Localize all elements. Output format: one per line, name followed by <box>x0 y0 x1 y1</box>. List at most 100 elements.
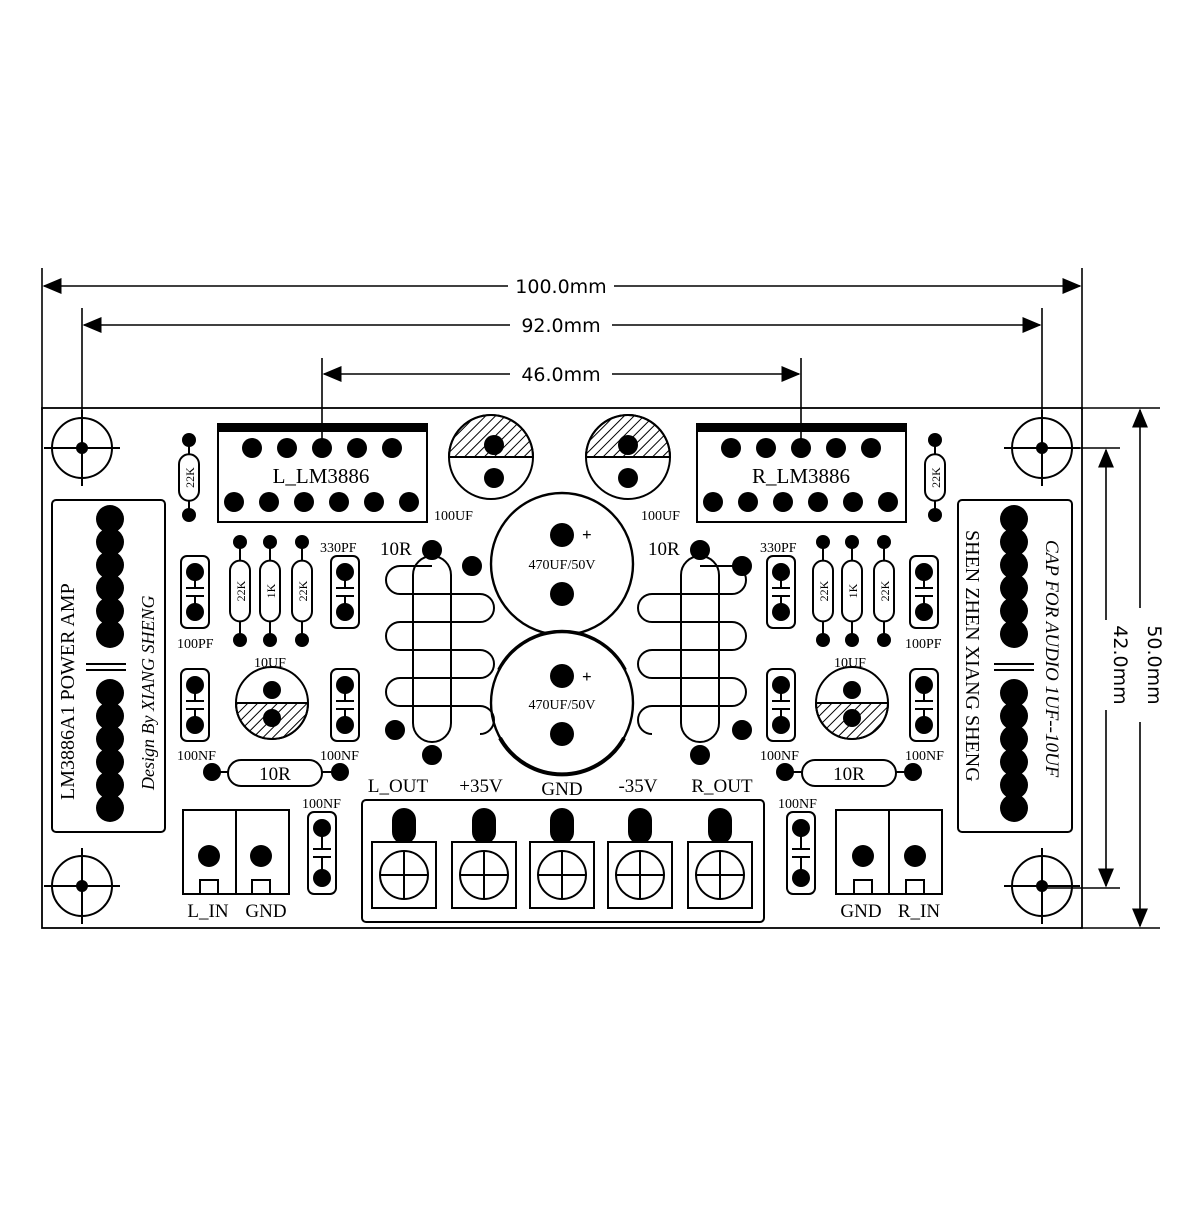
screw-terminal <box>451 808 517 909</box>
chip-pin <box>738 492 758 512</box>
resistor-lead <box>845 633 859 647</box>
chip-pin <box>364 492 384 512</box>
right-chip-label: R_LM3886 <box>752 464 850 488</box>
right-330pf-capacitor <box>766 555 796 629</box>
left-330pf-capacitor <box>330 555 360 629</box>
right-header-panel <box>957 499 1073 833</box>
resistor-lead <box>263 633 277 647</box>
right-100uf-label: 100UF <box>641 509 680 524</box>
terminal-label-gnd: GND <box>541 779 582 800</box>
resistor-lead <box>182 508 196 522</box>
resistor-value-label: 22K <box>234 580 248 601</box>
header-pin <box>96 528 124 556</box>
chip-pin <box>843 492 863 512</box>
chip-pin <box>312 438 332 458</box>
terminal-pad <box>392 808 416 844</box>
resistor-value-label: 1K <box>846 583 860 598</box>
header-pin <box>1000 620 1028 648</box>
terminal-label-minus35v: -35V <box>618 776 657 797</box>
chip-pin <box>329 492 349 512</box>
header-pin <box>1000 679 1028 707</box>
left-credit-text: Design By XIANG SHENG <box>138 596 158 791</box>
left-100nf-capacitor-a <box>180 668 210 742</box>
header-pin <box>1000 725 1028 753</box>
header-pin <box>1000 551 1028 579</box>
right-header-pins <box>1000 505 1028 822</box>
right-output-coil <box>637 540 752 765</box>
left-input-connector <box>182 809 290 895</box>
header-pin <box>1000 597 1028 625</box>
right-100nf-label-a: 100NF <box>760 749 799 764</box>
right-note-text: CAP FOR AUDIO 1UF--10UF <box>1041 540 1062 778</box>
right-100uf-capacitor <box>584 414 672 500</box>
right-100nf-capacitor-c <box>786 811 816 895</box>
screw-terminal <box>529 808 595 909</box>
resistor-lead <box>182 433 196 447</box>
left-10r-coil-label: 10R <box>380 539 412 560</box>
resistor-value-label: 1K <box>264 583 278 598</box>
chip-pin <box>347 438 367 458</box>
left-100nf-label-b: 100NF <box>320 749 359 764</box>
left-100nf-capacitor-c <box>307 811 337 895</box>
chip-pin <box>756 438 776 458</box>
right-10r-label: 10R <box>833 764 865 785</box>
left-100nf-label-a: 100NF <box>177 749 216 764</box>
screw-terminal <box>607 808 673 909</box>
terminal-pad <box>550 808 574 844</box>
resistor-lead <box>928 433 942 447</box>
chip-pin <box>382 438 402 458</box>
right-22k-resistor-a: 22K <box>812 535 834 647</box>
terminal-label-l-out: L_OUT <box>368 776 429 797</box>
resistor-lead <box>877 633 891 647</box>
header-pin <box>96 771 124 799</box>
right-1k-resistor: 1K <box>841 535 863 647</box>
right-22k-resistor-b: 22K <box>873 535 895 647</box>
right-22k-resistor-top: 22K <box>924 433 946 522</box>
header-pin <box>96 794 124 822</box>
left-100uf-capacitor <box>447 414 535 500</box>
left-100pf-label: 100PF <box>177 637 214 652</box>
resistor-lead <box>845 535 859 549</box>
dim-width-chips: 46.0mm <box>521 364 600 386</box>
chip-pin <box>399 492 419 512</box>
chip-pin <box>826 438 846 458</box>
right-100pf-label: 100PF <box>905 637 942 652</box>
resistor-lead <box>295 633 309 647</box>
dim-height-total: 50.0mm <box>1143 625 1165 704</box>
mounting-hole-bottom-left <box>44 848 120 924</box>
left-header-panel <box>51 499 166 833</box>
resistor-lead <box>816 633 830 647</box>
left-10uf-label: 10UF <box>254 656 286 671</box>
right-100nf-label-c: 100NF <box>778 797 817 812</box>
header-pin <box>96 679 124 707</box>
left-10r-label: 10R <box>259 764 291 785</box>
l-in-label: L_IN <box>187 901 228 922</box>
resistor-value-label: 22K <box>817 580 831 601</box>
header-pin <box>1000 574 1028 602</box>
chip-pin <box>721 438 741 458</box>
chip-pin <box>277 438 297 458</box>
chip-pin <box>294 492 314 512</box>
header-pin <box>96 597 124 625</box>
right-100nf-capacitor-a <box>909 668 939 742</box>
chip-pin <box>224 492 244 512</box>
resistor-lead <box>263 535 277 549</box>
right-10uf-capacitor <box>814 666 890 740</box>
right-lm3886-chip: R_LM3886 <box>696 423 907 523</box>
right-input-connector <box>835 809 943 895</box>
board-outline <box>41 407 1083 929</box>
chip-pin <box>703 492 723 512</box>
terminal-pad <box>708 808 732 844</box>
mounting-holes <box>44 410 1080 924</box>
chip-pin <box>808 492 828 512</box>
chip-pin <box>791 438 811 458</box>
terminal-label-r-out: R_OUT <box>691 776 753 797</box>
right-100pf-capacitor <box>909 555 939 629</box>
header-pin <box>96 505 124 533</box>
resistor-lead <box>295 535 309 549</box>
terminal-pad <box>628 808 652 844</box>
dim-width-mounting: 92.0mm <box>521 315 600 337</box>
header-pin <box>96 620 124 648</box>
right-10r-coil-label: 10R <box>648 539 680 560</box>
